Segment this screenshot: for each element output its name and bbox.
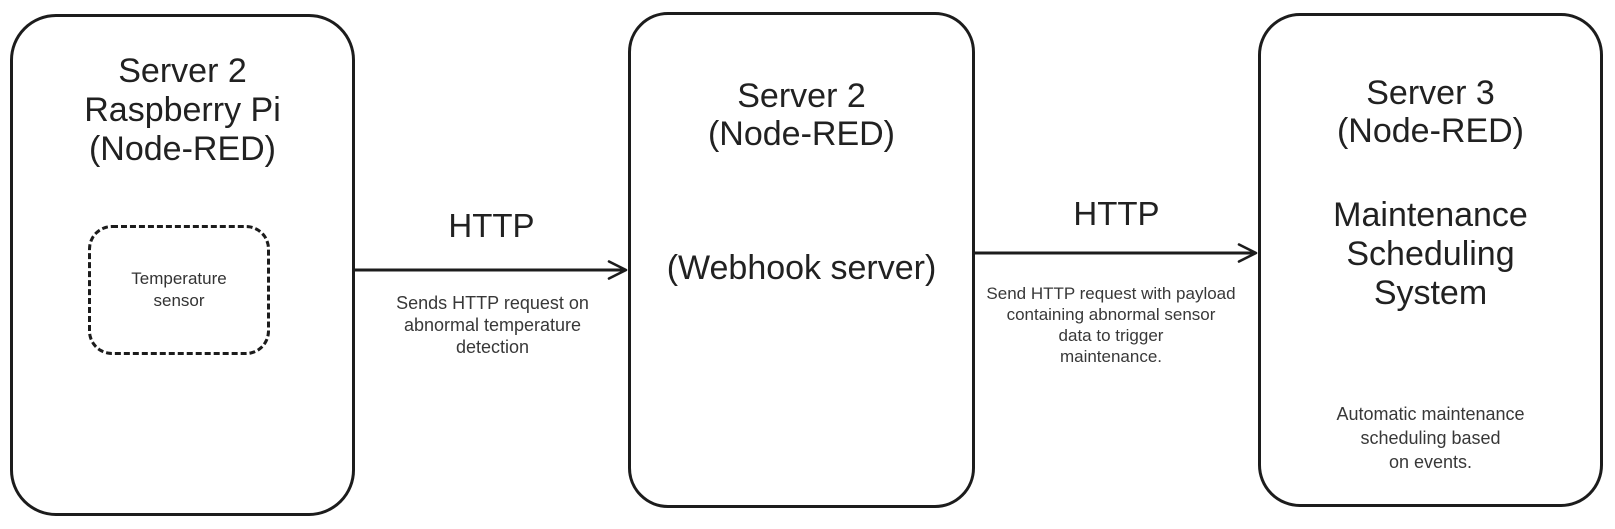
label-line: Temperature [131, 269, 227, 288]
arrow-right-icon [975, 243, 1258, 263]
note-line: Automatic maintenance [1336, 404, 1525, 424]
node-note: Automatic maintenance scheduling based o… [1261, 402, 1600, 474]
node-server2-raspberry-pi: Server 2 Raspberry Pi (Node-RED) Tempera… [10, 14, 355, 516]
edge-note-line: data to trigger [1058, 326, 1164, 345]
edge-label-http: HTTP [448, 207, 535, 244]
title-line: (Node-RED) [88, 130, 277, 168]
edge-label-http: HTTP [1073, 195, 1160, 232]
edge-note: Send HTTP request with payload containin… [958, 283, 1264, 367]
note-line: on events. [1388, 452, 1473, 472]
node-title: Server 2 Raspberry Pi (Node-RED) [13, 52, 352, 169]
edge-note-line: maintenance. [1059, 347, 1163, 366]
node-temperature-sensor: Temperature sensor [88, 225, 270, 355]
node-subtitle: Maintenance Scheduling System [1261, 196, 1600, 313]
title-line: (Node-RED) [707, 115, 896, 153]
edge-note-line: containing abnormal sensor [1006, 305, 1216, 324]
edge-note-line: Sends HTTP request on [396, 293, 589, 313]
note-line: scheduling based [1360, 428, 1501, 448]
edge-note-line: abnormal temperature [403, 315, 582, 335]
node-subtitle: (Webhook server) [666, 249, 937, 287]
node-title: Server 3 (Node-RED) [1261, 74, 1600, 150]
node-server3-maintenance: Server 3 (Node-RED) Maintenance Scheduli… [1258, 13, 1603, 507]
subtitle-line: Maintenance [1333, 196, 1528, 234]
title-line: Server 2 [737, 77, 866, 115]
title-line: Raspberry Pi [84, 91, 281, 129]
node-title: Server 2 (Node-RED) [631, 77, 972, 153]
subtitle-line: System [1373, 274, 1488, 312]
title-line: (Node-RED) [1336, 112, 1525, 150]
title-line: Server 3 [1366, 74, 1495, 112]
edge-note-line: Send HTTP request with payload [986, 284, 1236, 303]
arrow-right-icon [355, 260, 628, 280]
node-server2-webhook: Server 2 (Node-RED) (Webhook server) [628, 12, 975, 508]
edge-note: Sends HTTP request on abnormal temperatu… [357, 292, 628, 358]
label-line: sensor [153, 291, 205, 310]
title-line: Server 2 [118, 52, 247, 90]
edge-note-line: detection [455, 337, 530, 357]
subtitle-line: Scheduling [1346, 235, 1515, 273]
